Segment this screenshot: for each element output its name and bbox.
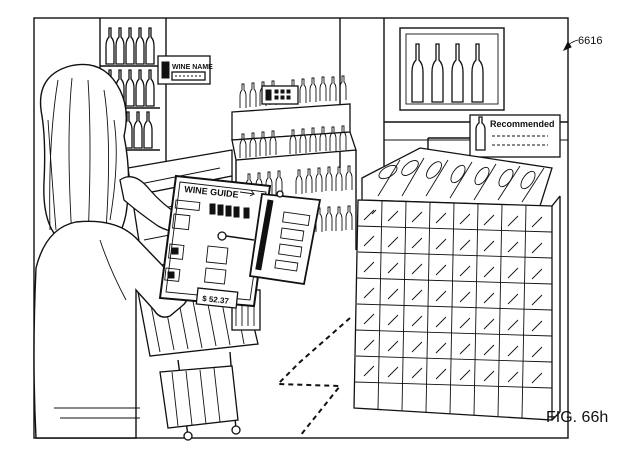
shelf-tag-label: WINE NAME (172, 64, 213, 71)
wall-picture (399, 27, 505, 111)
figure-caption: FIG. 66h (546, 409, 608, 426)
back-left-shelf (100, 27, 160, 151)
smartphone: WINE GUIDE $ 52.37 (158, 174, 272, 309)
wine-name-shelf-tag: WINE NAME (157, 55, 213, 85)
recommended-sign: Recommended (427, 114, 561, 158)
reference-number: 6616 (562, 35, 602, 51)
recommended-label: Recommended (490, 119, 555, 129)
wine-rack (353, 147, 561, 421)
reference-number-label: 6616 (578, 35, 602, 47)
price-label: $ 52.37 (202, 294, 230, 306)
floor-path-dashed (275, 317, 351, 437)
shopping-cart (137, 283, 261, 441)
shelf-display-panel (248, 190, 322, 286)
shopper-figure (33, 63, 197, 439)
center-shelving (231, 75, 357, 300)
